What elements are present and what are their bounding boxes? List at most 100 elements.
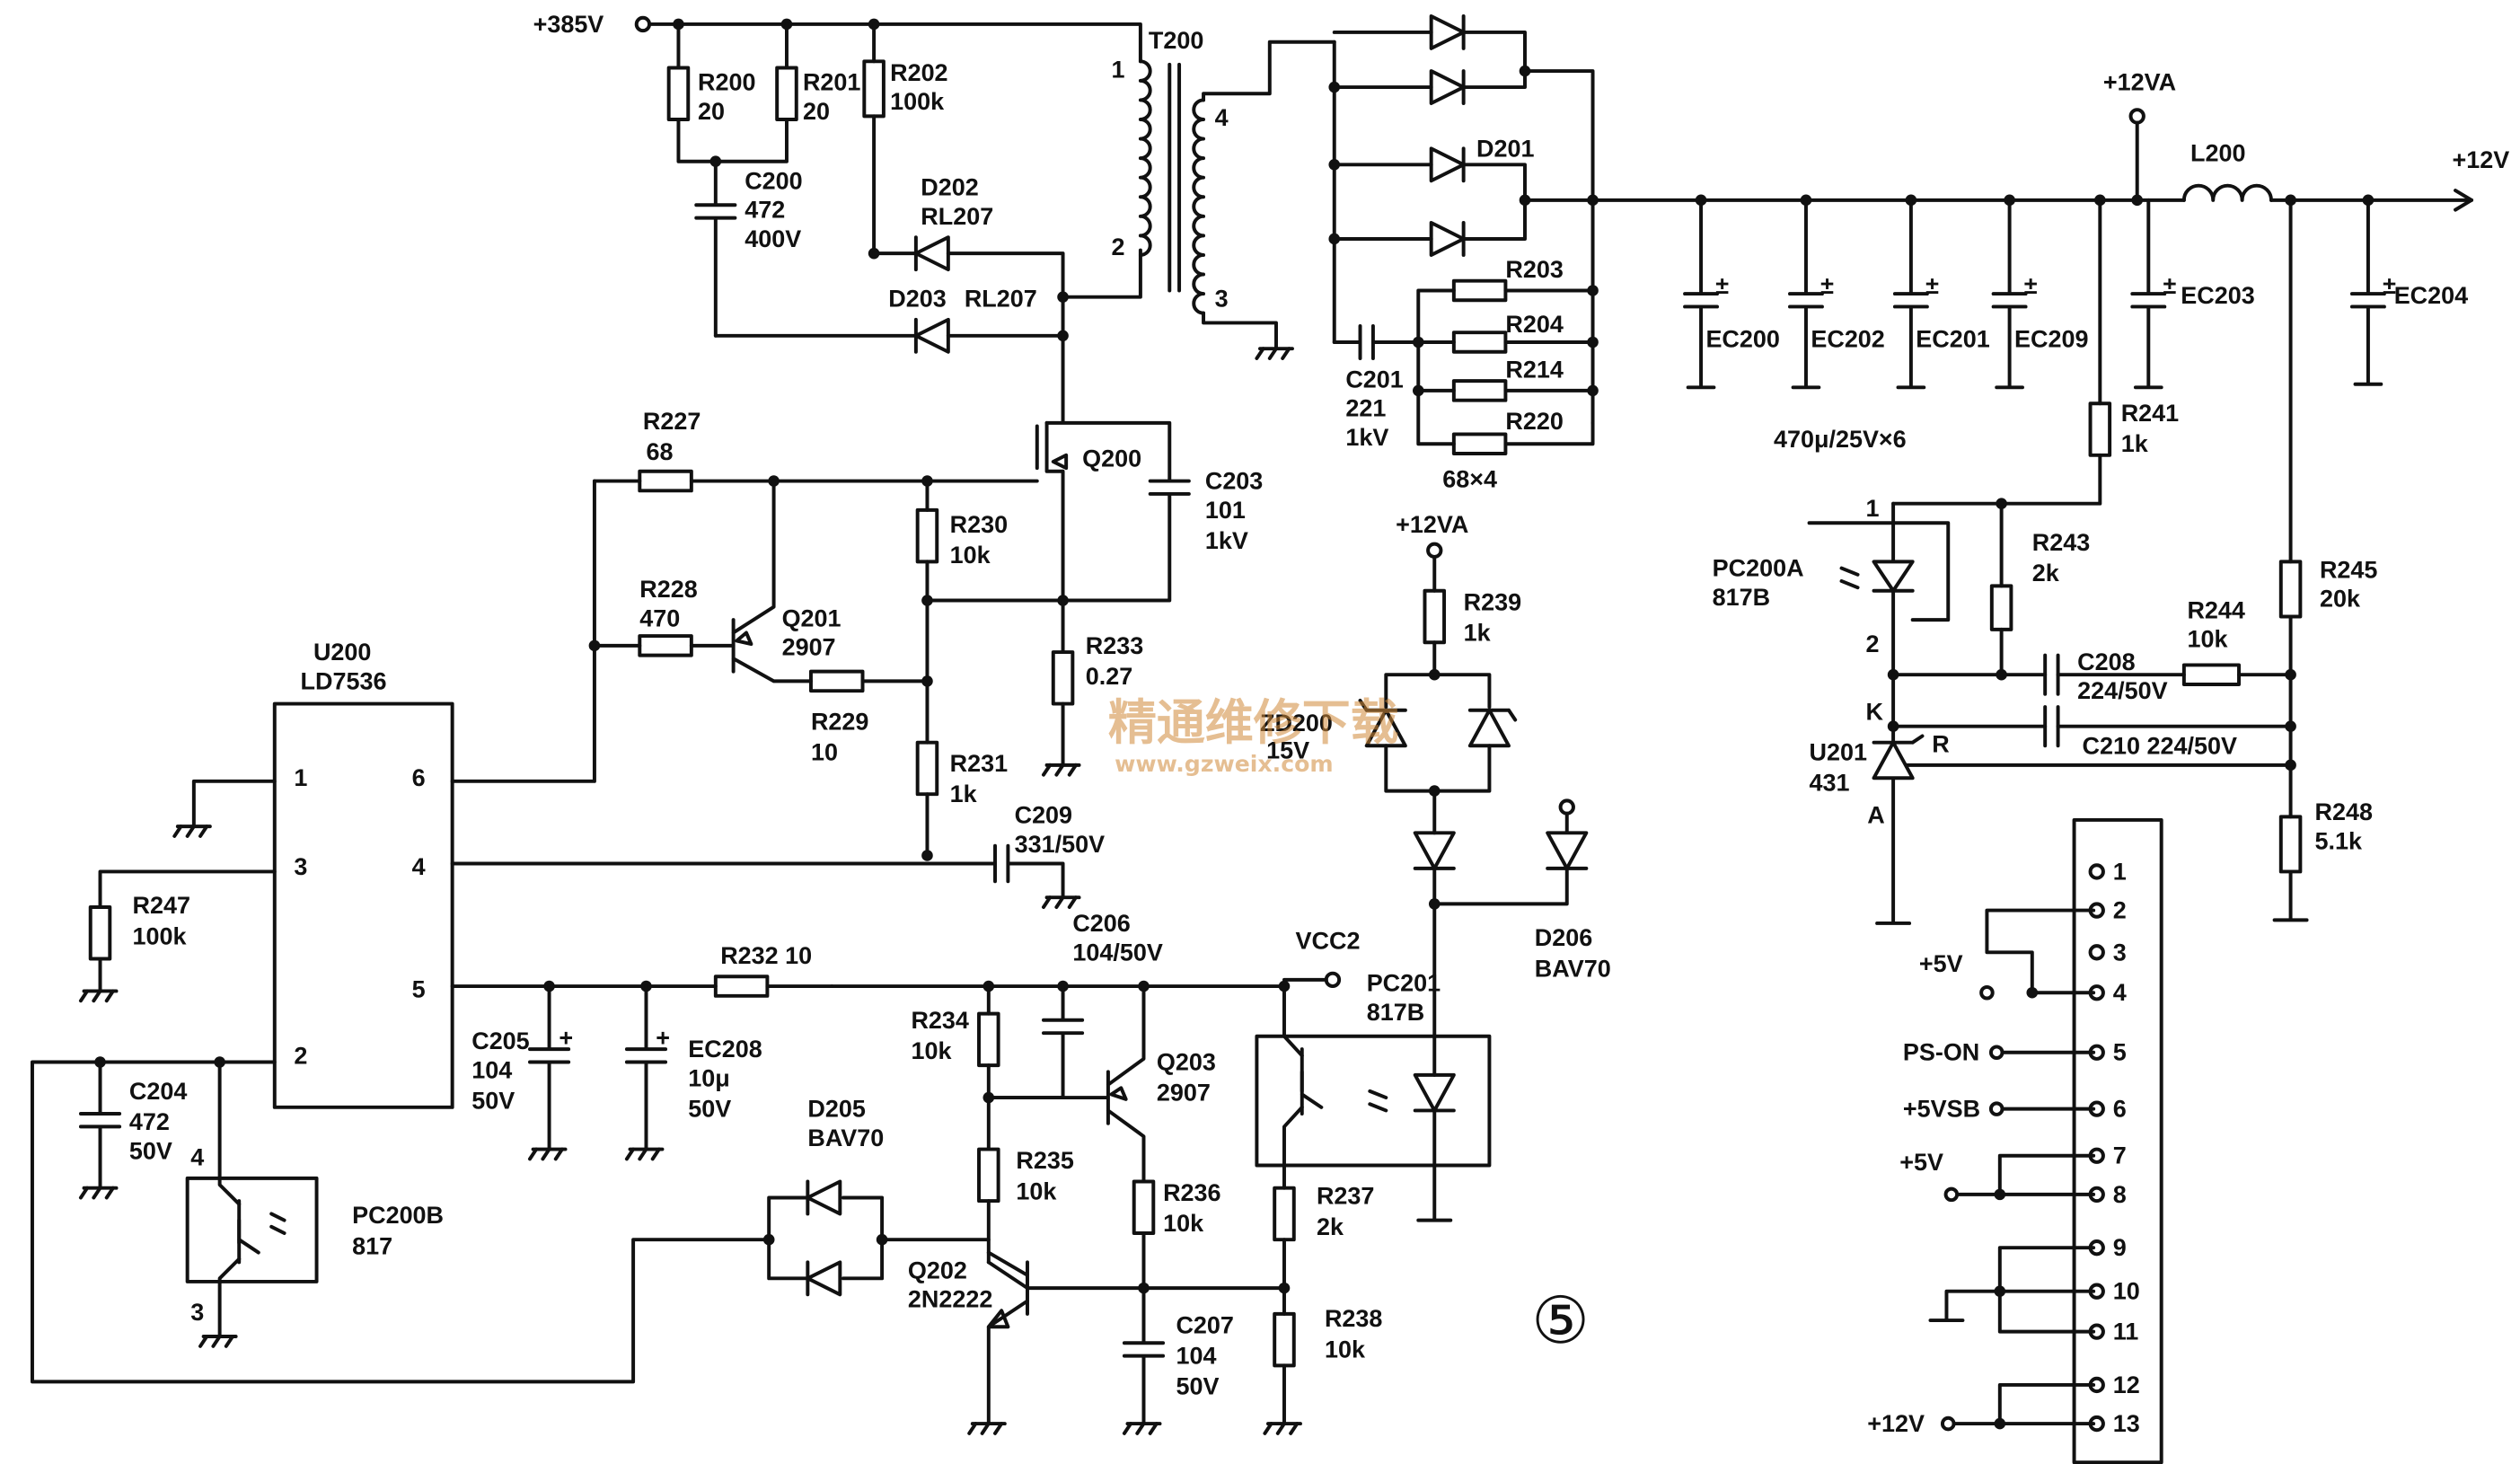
r234-value: 10k bbox=[911, 1037, 952, 1064]
conn-5vsb: +5VSB bbox=[1903, 1096, 1980, 1123]
svg-text:±: ± bbox=[2163, 272, 2176, 299]
connector-pin-label-5: 5 bbox=[2113, 1039, 2127, 1066]
q200-label: Q200 bbox=[1082, 445, 1141, 472]
r230-resistor bbox=[915, 507, 939, 564]
u200-value: LD7536 bbox=[301, 667, 387, 694]
r244-value: 10k bbox=[2187, 626, 2228, 653]
pc201-value: 817B bbox=[1367, 999, 1424, 1026]
cap-bank-label: 470μ/25V×6 bbox=[1774, 426, 1907, 453]
u201-value: 431 bbox=[1810, 770, 1850, 797]
ec202-label: EC202 bbox=[1811, 325, 1884, 352]
d203-label: D203 bbox=[888, 285, 946, 312]
r236-resistor bbox=[1132, 1179, 1156, 1235]
r243-label: R243 bbox=[2032, 529, 2090, 556]
r231-resistor bbox=[915, 740, 939, 797]
svg-text:+: + bbox=[559, 1025, 573, 1052]
connector-pin-label-3: 3 bbox=[2113, 939, 2127, 966]
c204-voltage: 50V bbox=[129, 1137, 172, 1164]
u200-pin4: 4 bbox=[412, 853, 426, 880]
r200-label: R200 bbox=[698, 69, 755, 96]
r203-label: R203 bbox=[1505, 256, 1563, 283]
r231-value: 1k bbox=[950, 781, 978, 807]
v12-output-label: +12V bbox=[2452, 146, 2509, 173]
c209-label: C209 bbox=[1015, 802, 1072, 829]
r233-resistor bbox=[1051, 650, 1075, 706]
r244-resistor bbox=[2181, 663, 2242, 686]
u200-pin2: 2 bbox=[294, 1042, 307, 1069]
t200-pin3: 3 bbox=[1215, 285, 1229, 312]
connector-pin-label-10: 10 bbox=[2113, 1278, 2140, 1305]
pc200b-pin3: 3 bbox=[190, 1299, 204, 1326]
r220-resistor bbox=[1451, 432, 1508, 455]
r245-resistor bbox=[2278, 560, 2303, 619]
ovp-circuit: +12VA R239 1k ZD200 15V D206 BAV70 PC201… bbox=[1255, 511, 1611, 1222]
ec209-label: EC209 bbox=[2014, 325, 2088, 352]
vcc2-label: VCC2 bbox=[1296, 928, 1361, 955]
connector-pin-label-7: 7 bbox=[2113, 1142, 2127, 1169]
r244-label: R244 bbox=[2187, 596, 2244, 623]
u201-label: U201 bbox=[1810, 738, 1867, 765]
r227-value: 68 bbox=[646, 438, 673, 465]
connector-pin-label-1: 1 bbox=[2113, 858, 2127, 885]
c200-value: 472 bbox=[745, 197, 785, 224]
d203-diode bbox=[913, 317, 950, 354]
c204-label: C204 bbox=[129, 1078, 187, 1105]
q203-value: 2907 bbox=[1157, 1080, 1211, 1107]
d205-label: D205 bbox=[807, 1096, 865, 1123]
r200-resistor bbox=[666, 66, 691, 121]
conn-12v: +12V bbox=[1867, 1410, 1925, 1437]
l200-label: L200 bbox=[2190, 140, 2245, 167]
q202-label: Q202 bbox=[908, 1257, 967, 1283]
c206-value: 104/50V bbox=[1072, 939, 1162, 966]
q201-value: 2907 bbox=[782, 634, 836, 661]
r239-resistor bbox=[1423, 588, 1447, 645]
d202-label: D202 bbox=[921, 173, 978, 200]
r241-label: R241 bbox=[2121, 400, 2179, 427]
v12va-mid-label: +12VA bbox=[1396, 511, 1468, 538]
t200-pin4: 4 bbox=[1215, 104, 1229, 131]
r239-value: 1k bbox=[1464, 619, 1492, 646]
r245-label: R245 bbox=[2320, 556, 2377, 583]
r227-label: R227 bbox=[643, 408, 700, 435]
r204-label: R204 bbox=[1505, 311, 1563, 338]
figure-number: ⑤ bbox=[1531, 1283, 1589, 1358]
c209-value: 331/50V bbox=[1015, 831, 1105, 858]
r243-resistor bbox=[1989, 584, 2013, 631]
d206-label: D206 bbox=[1535, 924, 1592, 951]
q201-label: Q201 bbox=[782, 604, 841, 631]
r236-value: 10k bbox=[1163, 1210, 1204, 1237]
u200-pin5: 5 bbox=[412, 976, 426, 1003]
c201-voltage: 1kV bbox=[1345, 424, 1388, 451]
c200-label: C200 bbox=[745, 167, 802, 194]
r229-value: 10 bbox=[811, 738, 838, 765]
d205-diode-1 bbox=[806, 1179, 842, 1216]
d202-value: RL207 bbox=[921, 203, 993, 230]
r201-resistor bbox=[775, 66, 798, 121]
u201-r-label: R bbox=[1932, 730, 1949, 757]
r238-value: 10k bbox=[1325, 1336, 1366, 1363]
r230-value: 10k bbox=[950, 542, 991, 569]
c201-label: C201 bbox=[1345, 366, 1403, 392]
r201-label: R201 bbox=[803, 69, 860, 96]
c205-value: 104 bbox=[471, 1056, 512, 1083]
d206-value: BAV70 bbox=[1535, 955, 1611, 982]
r229-resistor bbox=[808, 669, 865, 693]
r238-label: R238 bbox=[1325, 1305, 1382, 1332]
r238-resistor bbox=[1273, 1311, 1296, 1368]
secondary-feedback: R241 1k R243 2k 1 2 PC200A 817B R245 20k… bbox=[1713, 198, 2377, 925]
d201-diode-1 bbox=[1429, 13, 1466, 50]
c203-label: C203 bbox=[1205, 468, 1263, 495]
ec201-label: EC201 bbox=[1916, 325, 1989, 352]
r200-value: 20 bbox=[698, 98, 725, 125]
pc200a-pin2: 2 bbox=[1866, 631, 1880, 657]
c205-voltage: 50V bbox=[471, 1088, 515, 1115]
t200-label: T200 bbox=[1149, 27, 1203, 54]
u200-pin3: 3 bbox=[294, 853, 307, 880]
svg-text:±: ± bbox=[2383, 272, 2396, 299]
r228-resistor bbox=[638, 634, 693, 657]
r247-value: 100k bbox=[132, 922, 187, 949]
ec203-label: EC203 bbox=[2181, 282, 2254, 309]
r214-label: R214 bbox=[1505, 357, 1563, 384]
conn-5v-b: +5V bbox=[1899, 1149, 1943, 1176]
